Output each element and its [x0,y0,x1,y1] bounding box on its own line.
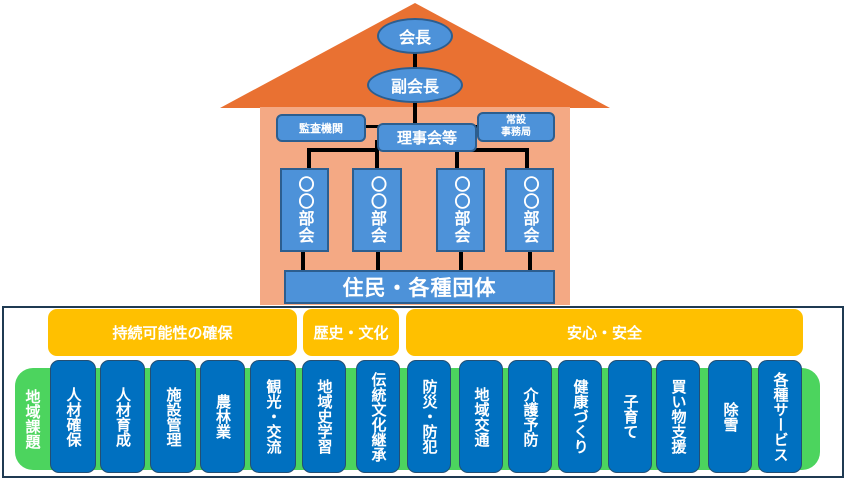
connector-committee-bus-right [455,148,529,152]
committee-node-1: 〇〇部会 [280,168,329,252]
issue-item: 各種サービス [758,360,802,473]
connector-committee-1 [307,148,311,170]
committee-node-2: 〇〇部会 [352,168,402,252]
region-issues-label: 地域課題 [23,389,42,449]
audit-node: 監査機関 [276,114,366,142]
issue-item: 人材確保 [50,360,96,473]
president-node: 会長 [377,18,453,54]
category-sustainability: 持続可能性の確保 [48,309,297,356]
category-safety: 安心・安全 [406,309,803,356]
issue-item: 健康づくり [558,360,602,473]
category-history-culture: 歴史・文化 [303,309,399,356]
connector-residents-4 [528,250,532,272]
connector-committee-2 [375,140,379,170]
committee-node-4: 〇〇部会 [505,168,554,252]
issue-item: 伝統文化継承 [356,360,400,473]
issue-item: 施設管理 [150,360,196,473]
issue-item: 人材育成 [100,360,145,473]
issue-item: 農林業 [200,360,245,473]
connector-audit-board [365,125,380,128]
connector-residents-3 [459,250,463,272]
issue-item: 観光・交流 [250,360,296,473]
issue-item: 防災・防犯 [407,360,451,473]
issue-item: 地域史学習 [302,360,346,473]
secretariat-line-2: 事務局 [501,127,531,138]
issue-item: 除雪 [708,360,752,473]
connector-residents-2 [376,250,380,272]
connector-vice-board [413,100,417,125]
connector-committee-bus-left [307,148,379,152]
connector-president-vice [413,50,417,70]
connector-committee-3 [455,140,459,170]
committee-node-3: 〇〇部会 [436,168,485,252]
issue-item: 介護予防 [508,360,552,473]
vice-president-node: 副会長 [367,67,463,103]
connector-committee-4 [525,148,529,170]
secretariat-line-1: 常設 [506,115,526,126]
connector-residents-1 [301,250,305,272]
issue-item: 子育て [608,360,652,473]
secretariat-node: 常設 事務局 [477,112,555,142]
issue-item: 買い物支援 [656,360,700,473]
issue-item: 地域交通 [459,360,503,473]
residents-node: 住民・各種団体 [284,270,555,304]
board-node: 理事会等 [377,123,477,152]
